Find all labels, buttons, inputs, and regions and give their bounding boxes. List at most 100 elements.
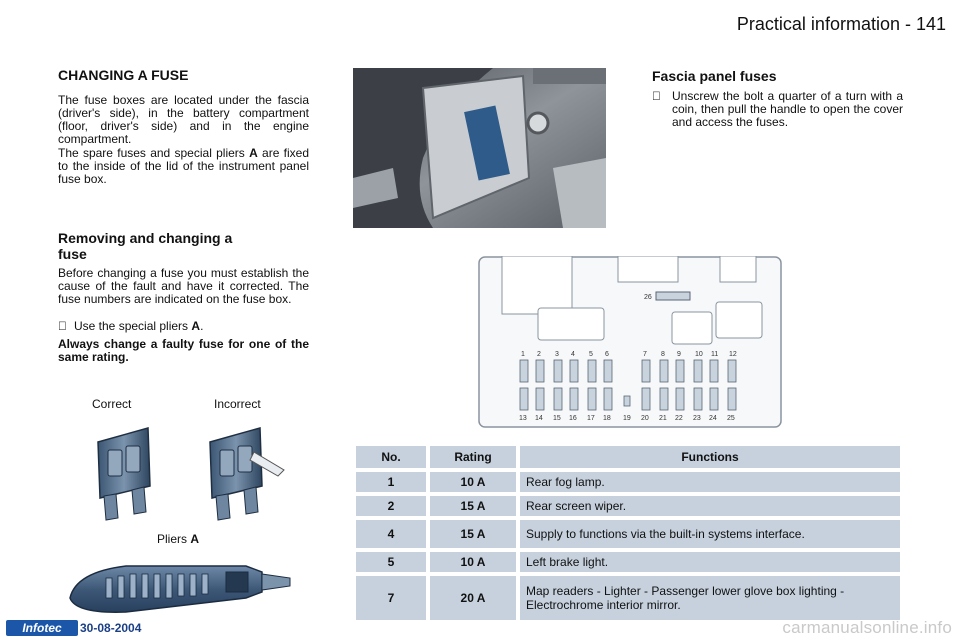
removing-bullet-post: . [200, 319, 204, 333]
diagram-fuse-number: 10 [695, 351, 703, 358]
diagram-fuse-number: 19 [623, 415, 631, 422]
diagram-fuse-slot [553, 359, 563, 383]
diagram-fuse-number: 4 [571, 351, 575, 358]
label-correct: Correct [92, 397, 132, 411]
diagram-fuse-number: 23 [693, 415, 701, 422]
label-pliers-letter: A [190, 532, 200, 546]
table-cell-no: 4 [356, 520, 426, 548]
diagram-fuse-number: 13 [519, 415, 527, 422]
table-header-row: No. Rating Functions [356, 446, 900, 468]
fascia-bullet-text: Unscrew the bolt a quarter of a turn wit… [672, 89, 903, 129]
diagram-fuse-slot [675, 359, 685, 383]
table-header-functions: Functions [520, 446, 900, 468]
table-row: 1 10 A Rear fog lamp. [356, 472, 900, 492]
diagram-fuse-number: 2 [537, 351, 541, 358]
diagram-fuse-slot [603, 359, 613, 383]
diagram-fuse-slot [553, 387, 563, 411]
removing-bullet-pre: Use the special pliers [74, 319, 192, 333]
table-cell-no: 5 [356, 552, 426, 572]
diagram-fuse-slot [623, 395, 631, 407]
diagram-fuse-number: 18 [603, 415, 611, 422]
table-cell-rating: 15 A [430, 496, 516, 516]
table-row: 7 20 A Map readers - Lighter - Passenger… [356, 576, 900, 620]
diagram-fuse-number: 9 [677, 351, 681, 358]
table-cell-function: Map readers - Lighter - Passenger lower … [520, 576, 900, 620]
diagram-label-26: 26 [644, 294, 652, 301]
diagram-fuse-number: 5 [589, 351, 593, 358]
removing-bullet-bold: A [191, 319, 201, 333]
table-cell-no: 1 [356, 472, 426, 492]
removing-bullet: Use the special pliers A. [58, 320, 309, 333]
diagram-fuse-slot [603, 387, 613, 411]
table-cell-rating: 10 A [430, 552, 516, 572]
diagram-fuse-slot [519, 387, 529, 411]
diagram-fuse-number: 15 [553, 415, 561, 422]
diagram-fuse-slot [569, 359, 579, 383]
section-title-changing: CHANGING A FUSE [58, 67, 189, 83]
table-cell-function: Rear screen wiper. [520, 496, 900, 516]
table-row: 5 10 A Left brake light. [356, 552, 900, 572]
infotec-logo: Infotec [6, 620, 78, 636]
diagram-fuse-slot [675, 387, 685, 411]
diagram-fuse-number: 6 [605, 351, 609, 358]
diagram-fuse-slot [641, 359, 651, 383]
table-header-no: No. [356, 446, 426, 468]
diagram-fuse-slot [727, 387, 737, 411]
diagram-fuse-slot [641, 387, 651, 411]
footer: Infotec 30-08-2004 carmanualsonline.info [0, 618, 960, 640]
diagram-fuse-slot [535, 359, 545, 383]
diagram-fuse-number: 11 [711, 351, 718, 358]
changing-paragraph-2: The spare fuses and special pliers A are… [58, 147, 309, 186]
diagram-fuse-slot [535, 387, 545, 411]
diagram-fuse-slot [519, 359, 529, 383]
diagram-fuse-slot [709, 359, 719, 383]
fuse-correct-illustration [97, 427, 151, 521]
changing-p2-post: are fixed to the inside of the lid of th… [58, 146, 310, 186]
changing-paragraph-1: The fuse boxes are located under the fas… [58, 93, 309, 146]
label-pliers: Pliers A [157, 532, 199, 546]
diagram-fuse-slot [587, 387, 597, 411]
bullet-icon:  [58, 320, 74, 333]
diagram-fuse-slot [709, 387, 719, 411]
diagram-fuse-number: 21 [659, 415, 667, 422]
label-pliers-text: Pliers [157, 532, 191, 546]
diagram-fuse-number: 12 [729, 351, 737, 358]
table-cell-function: Left brake light. [520, 552, 900, 572]
table-header-rating: Rating [430, 446, 516, 468]
removing-title-line1: Removing and changing a [58, 230, 233, 246]
fuse-incorrect-illustration [209, 427, 285, 521]
fascia-photo [353, 68, 606, 228]
removing-title-line2: fuse [58, 246, 87, 262]
diagram-fuse-number: 8 [661, 351, 665, 358]
table-cell-no: 2 [356, 496, 426, 516]
changing-p2-pre: The spare fuses and special pliers [58, 146, 250, 160]
diagram-fuse-number: 16 [569, 415, 577, 422]
changing-p2-bold: A [249, 146, 258, 160]
diagram-fuse-slot [693, 359, 703, 383]
pliers-illustration [69, 565, 291, 613]
fascia-bullet:  Unscrew the bolt a quarter of a turn w… [652, 90, 903, 129]
table-cell-rating: 15 A [430, 520, 516, 548]
page-title: Practical information - 141 [736, 14, 946, 34]
diagram-fuse-number: 3 [555, 351, 559, 358]
footer-site: carmanualsonline.info [782, 618, 952, 637]
table-cell-function: Supply to functions via the built-in sys… [520, 520, 900, 548]
removing-paragraph-1: Before changing a fuse you must establis… [58, 266, 309, 306]
diagram-fuse-slot [659, 359, 669, 383]
table-row: 4 15 A Supply to functions via the built… [356, 520, 900, 548]
diagram-fuse-slot [727, 359, 737, 383]
removing-warning: Always change a faulty fuse for one of t… [58, 337, 309, 364]
table-cell-no: 7 [356, 576, 426, 620]
diagram-fuse-number: 20 [641, 415, 649, 422]
diagram-fuse-slot [659, 387, 669, 411]
diagram-fuse-number: 25 [727, 415, 735, 422]
bullet-icon:  [652, 90, 672, 129]
footer-date: 30-08-2004 [80, 621, 142, 635]
table-cell-function: Rear fog lamp. [520, 472, 900, 492]
table-cell-rating: 20 A [430, 576, 516, 620]
table-cell-rating: 10 A [430, 472, 516, 492]
diagram-fuse-number: 17 [587, 415, 595, 422]
diagram-fuse-number: 22 [675, 415, 683, 422]
diagram-fuse-slot [569, 387, 579, 411]
